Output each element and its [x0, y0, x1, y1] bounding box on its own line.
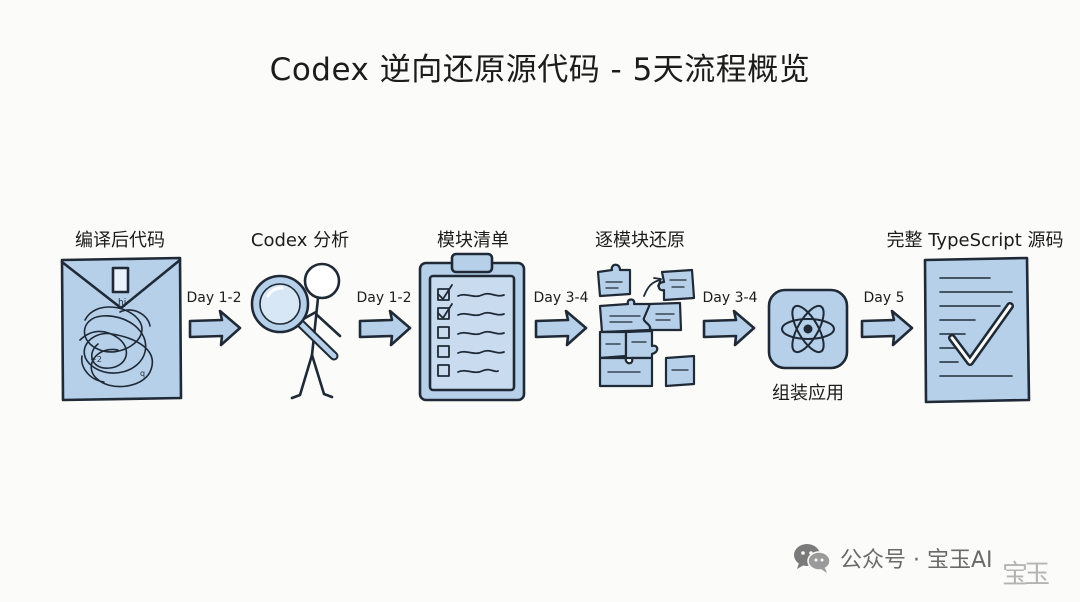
clipboard-checklist-icon: [418, 252, 526, 402]
flow-arrow-icon: [702, 309, 756, 347]
watermark-seal: 宝玉: [1002, 560, 1050, 590]
flow-arrow-icon: [188, 309, 242, 347]
svg-text:~2: ~2: [90, 355, 102, 364]
svg-text:q: q: [140, 369, 145, 378]
tangled-code-folder-icon: hj ~2 q: [60, 256, 183, 402]
arrow-label-5: Day 5: [863, 290, 905, 306]
arrow-label-1: Day 1-2: [186, 290, 242, 306]
step-label-full-source: 完整 TypeScript 源码: [886, 230, 1064, 251]
watermark: 公众号 · 宝玉AI: [792, 538, 993, 578]
step-label-module-restore: 逐模块还原: [595, 230, 685, 251]
step-label-assemble-app: 组装应用: [772, 383, 844, 404]
flow-arrow-icon: [358, 309, 412, 347]
checked-document-icon: [923, 256, 1031, 404]
step-label-codex-analysis: Codex 分析: [250, 230, 350, 251]
atom-app-icon: [767, 288, 849, 370]
step-label-compiled-code: 编译后代码: [75, 230, 165, 251]
diagram-title: Codex 逆向还原源代码 - 5天流程概览: [269, 52, 811, 88]
svg-text:hj: hj: [118, 298, 126, 308]
arrow-label-2: Day 1-2: [356, 290, 412, 306]
puzzle-pieces-icon: [596, 263, 696, 388]
flow-arrow-icon: [534, 309, 588, 347]
arrow-label-3: Day 3-4: [533, 290, 589, 306]
arrow-label-4: Day 3-4: [702, 290, 758, 306]
watermark-text: 公众号 · 宝玉AI: [840, 548, 993, 573]
flow-arrow-icon: [860, 309, 914, 347]
step-label-module-list: 模块清单: [437, 230, 509, 251]
stick-figure-magnifier-icon: [250, 262, 342, 400]
wechat-icon: [794, 544, 831, 573]
